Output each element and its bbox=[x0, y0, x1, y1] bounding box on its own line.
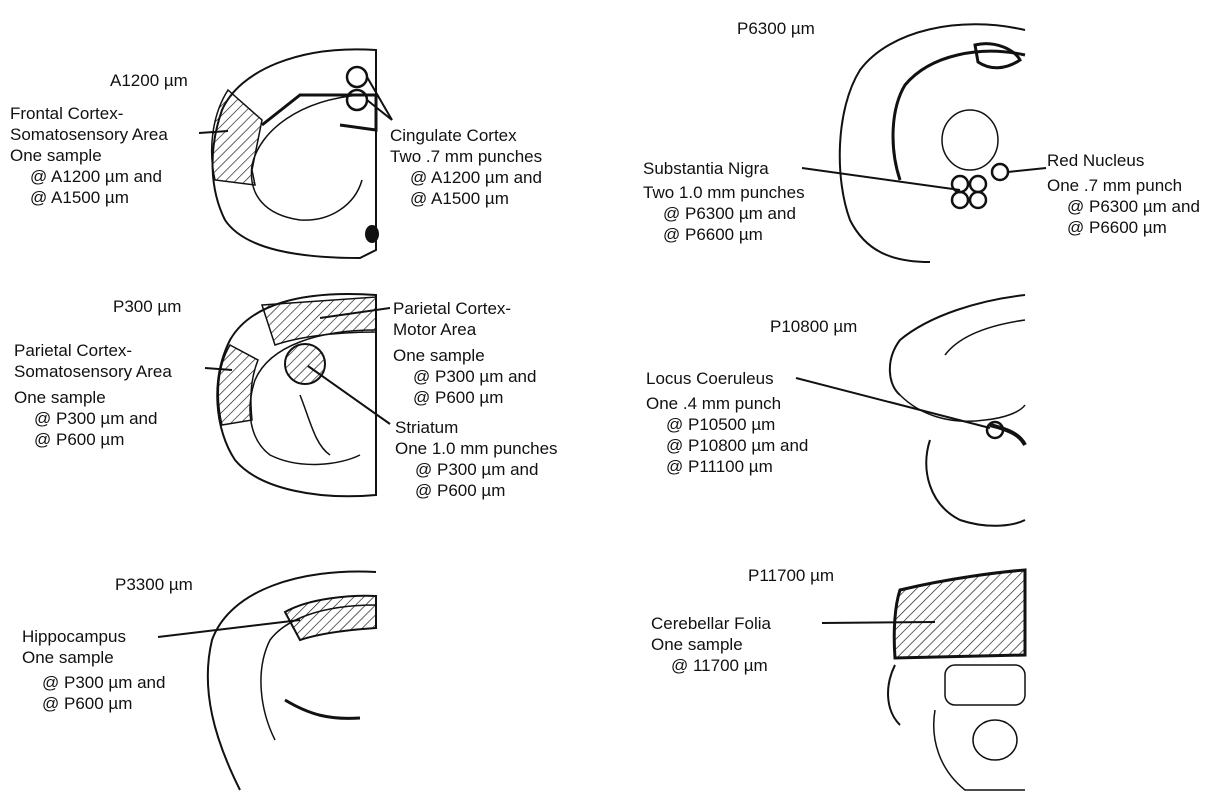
parietal-somatosensory-label: Parietal Cortex- Somatosensory Area One … bbox=[14, 340, 172, 450]
section-title-p10800: P10800 µm bbox=[770, 316, 857, 337]
substantia-nigra-label: Substantia Nigra Two 1.0 mm punches @ P6… bbox=[643, 158, 805, 245]
locus-coeruleus-label: Locus Coeruleus One .4 mm punch @ P10500… bbox=[646, 368, 808, 477]
parietal-motor-hatched-area bbox=[262, 297, 376, 345]
cingulate-punch-2 bbox=[347, 90, 367, 110]
red-nucleus-label: Red Nucleus One .7 mm punch @ P6300 µm a… bbox=[1047, 150, 1200, 238]
hippocampus-hatched-area bbox=[285, 596, 376, 640]
section-title-a1200: A1200 µm bbox=[110, 70, 188, 91]
section-title-p300: P300 µm bbox=[113, 296, 181, 317]
parietal-somatosensory-hatched-area bbox=[218, 345, 258, 425]
section-title-p6300: P6300 µm bbox=[737, 18, 815, 39]
cerebellar-folia-hatched-area bbox=[894, 570, 1025, 658]
section-title-p3300: P3300 µm bbox=[115, 574, 193, 595]
hippocampus-label: Hippocampus One sample @ P300 µm and @ P… bbox=[22, 626, 165, 714]
cingulate-cortex-label: Cingulate Cortex Two .7 mm punches @ A12… bbox=[390, 125, 542, 209]
section-p10800-outline bbox=[890, 295, 1025, 526]
frontal-cortex-label: Frontal Cortex- Somatosensory Area One s… bbox=[10, 103, 168, 208]
section-p6300-outline bbox=[840, 24, 1025, 262]
section-p11700-outline bbox=[888, 665, 1025, 790]
striatum-label: Striatum One 1.0 mm punches @ P300 µm an… bbox=[395, 417, 558, 501]
parietal-motor-label: Parietal Cortex- Motor Area One sample @… bbox=[393, 298, 536, 408]
frontal-cortex-hatched-area bbox=[212, 90, 262, 185]
cerebellar-folia-leader-line bbox=[822, 622, 935, 623]
cingulate-punch-1 bbox=[347, 67, 367, 87]
section-title-p11700: P11700 µm bbox=[748, 565, 834, 586]
red-nucleus-punch bbox=[992, 164, 1008, 180]
substantia-nigra-punches bbox=[952, 176, 986, 208]
p6300-leader-lines bbox=[802, 168, 1046, 190]
cerebellar-folia-label: Cerebellar Folia One sample @ 11700 µm bbox=[651, 613, 771, 676]
hippocampus-leader-line bbox=[158, 620, 300, 637]
striatum-punch bbox=[285, 344, 325, 384]
